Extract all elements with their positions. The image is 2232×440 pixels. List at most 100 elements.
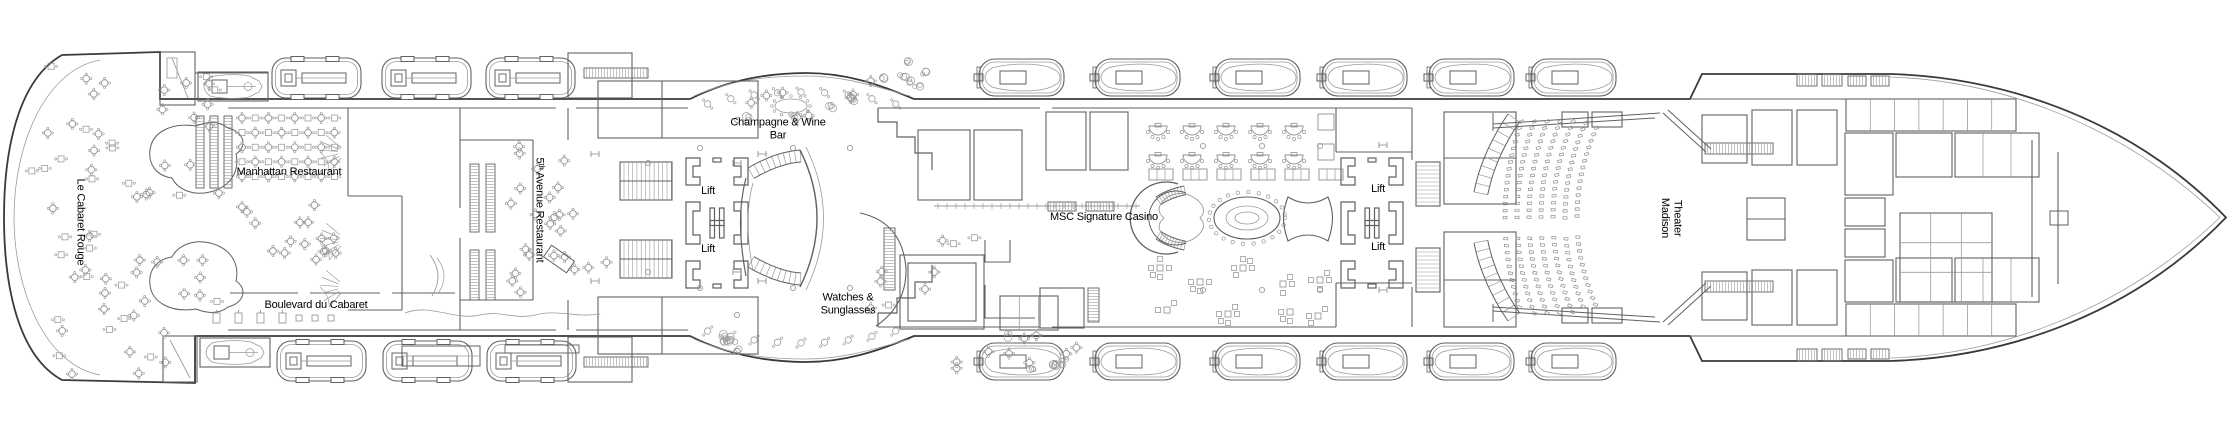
plan-linework (312, 199, 316, 202)
plan-linework (1526, 208, 1532, 212)
plan-linework (175, 191, 183, 199)
plan-linework (733, 330, 737, 334)
plan-linework (264, 143, 273, 151)
plan-linework (85, 177, 88, 181)
plan-linework (245, 215, 249, 218)
plan-linework (921, 67, 931, 77)
plan-linework (159, 360, 163, 364)
plan-linework (163, 168, 167, 172)
plan-linework (527, 258, 531, 261)
plan-linework (1574, 214, 1580, 218)
plan-linework (1423, 342, 1515, 381)
plan-linework (1032, 361, 1036, 365)
plan-linework (789, 114, 793, 118)
plan-linework (182, 263, 185, 267)
plan-linework (1529, 173, 1535, 178)
plan-linework (1209, 224, 1214, 229)
plan-linework (518, 191, 522, 195)
plan-linework (284, 160, 288, 164)
plan-linework (1567, 303, 1573, 308)
plan-linework (265, 158, 272, 166)
plan-linework (1218, 318, 1224, 324)
plan-linework (731, 338, 739, 345)
plan-linework (28, 167, 36, 175)
plan-linework (301, 174, 304, 178)
plan-linework (52, 354, 56, 358)
plan-linework (1216, 168, 1242, 181)
plan-linework (188, 116, 191, 120)
plan-linework (774, 98, 808, 114)
plan-linework (1199, 142, 1207, 150)
plan-linework (1557, 119, 1563, 124)
plan-linework (1277, 229, 1282, 234)
plan-linework (130, 271, 134, 274)
plan-linework (329, 245, 342, 261)
plan-linework (1247, 258, 1253, 264)
label-lift-mid-top: Lift (1371, 182, 1385, 195)
plan-linework (298, 160, 302, 164)
plan-linework (597, 296, 759, 355)
plan-linework (159, 51, 196, 106)
plan-linework (203, 125, 207, 128)
plan-linework (1553, 179, 1559, 184)
plan-linework (82, 125, 90, 133)
plan-linework (1514, 208, 1520, 213)
plan-linework (1521, 152, 1527, 158)
plan-linework (1560, 283, 1566, 288)
plan-linework (1954, 257, 2040, 303)
plan-linework (303, 238, 307, 241)
plan-linework (1246, 189, 1251, 195)
plan-linework (166, 57, 178, 79)
plan-linework (304, 143, 312, 151)
plan-linework (938, 236, 947, 245)
plan-linework (782, 152, 787, 165)
plan-linework (323, 243, 340, 255)
plan-linework (1251, 241, 1256, 246)
plan-linework (820, 338, 829, 346)
plan-linework (876, 277, 885, 286)
plan-linework (180, 290, 188, 298)
plan-linework (82, 246, 86, 250)
plan-linework (1510, 284, 1517, 289)
plan-linework (1569, 271, 1575, 276)
plan-linework (514, 186, 518, 190)
plan-linework (137, 376, 141, 380)
plan-linework (1190, 286, 1196, 292)
plan-linework (301, 116, 304, 120)
plan-linework (1503, 236, 1509, 241)
plan-linework (1155, 185, 1185, 198)
plan-linework (293, 239, 297, 243)
plan-linework (54, 253, 58, 257)
plan-linework (795, 86, 799, 90)
plan-linework (61, 233, 69, 241)
plan-linework (973, 129, 1023, 201)
plan-linework (221, 299, 224, 303)
plan-linework (1844, 132, 1894, 196)
plan-linework (253, 226, 257, 230)
plan-linework (898, 325, 902, 329)
plan-linework (1847, 348, 1867, 360)
plan-linework (304, 128, 312, 137)
plan-linework (61, 318, 65, 322)
plan-linework (160, 86, 168, 94)
plan-linework (197, 116, 201, 120)
plan-linework (959, 366, 963, 370)
plan-linework (97, 92, 100, 96)
plan-linework (132, 371, 136, 375)
plan-linework (586, 270, 590, 274)
plan-linework (1509, 278, 1515, 283)
plan-linework (291, 158, 299, 166)
plan-linework (1539, 297, 1545, 303)
plan-linework (1954, 132, 2040, 178)
plan-linework (312, 174, 315, 178)
plan-linework (314, 131, 318, 135)
plan-linework (259, 145, 263, 149)
plan-linework (171, 57, 189, 99)
plan-linework (317, 143, 325, 151)
plan-linework (1089, 111, 1129, 171)
plan-linework (535, 172, 539, 175)
plan-linework (1563, 237, 1569, 241)
plan-linework (133, 258, 137, 262)
plan-linework (160, 103, 164, 107)
plan-linework (98, 307, 101, 311)
